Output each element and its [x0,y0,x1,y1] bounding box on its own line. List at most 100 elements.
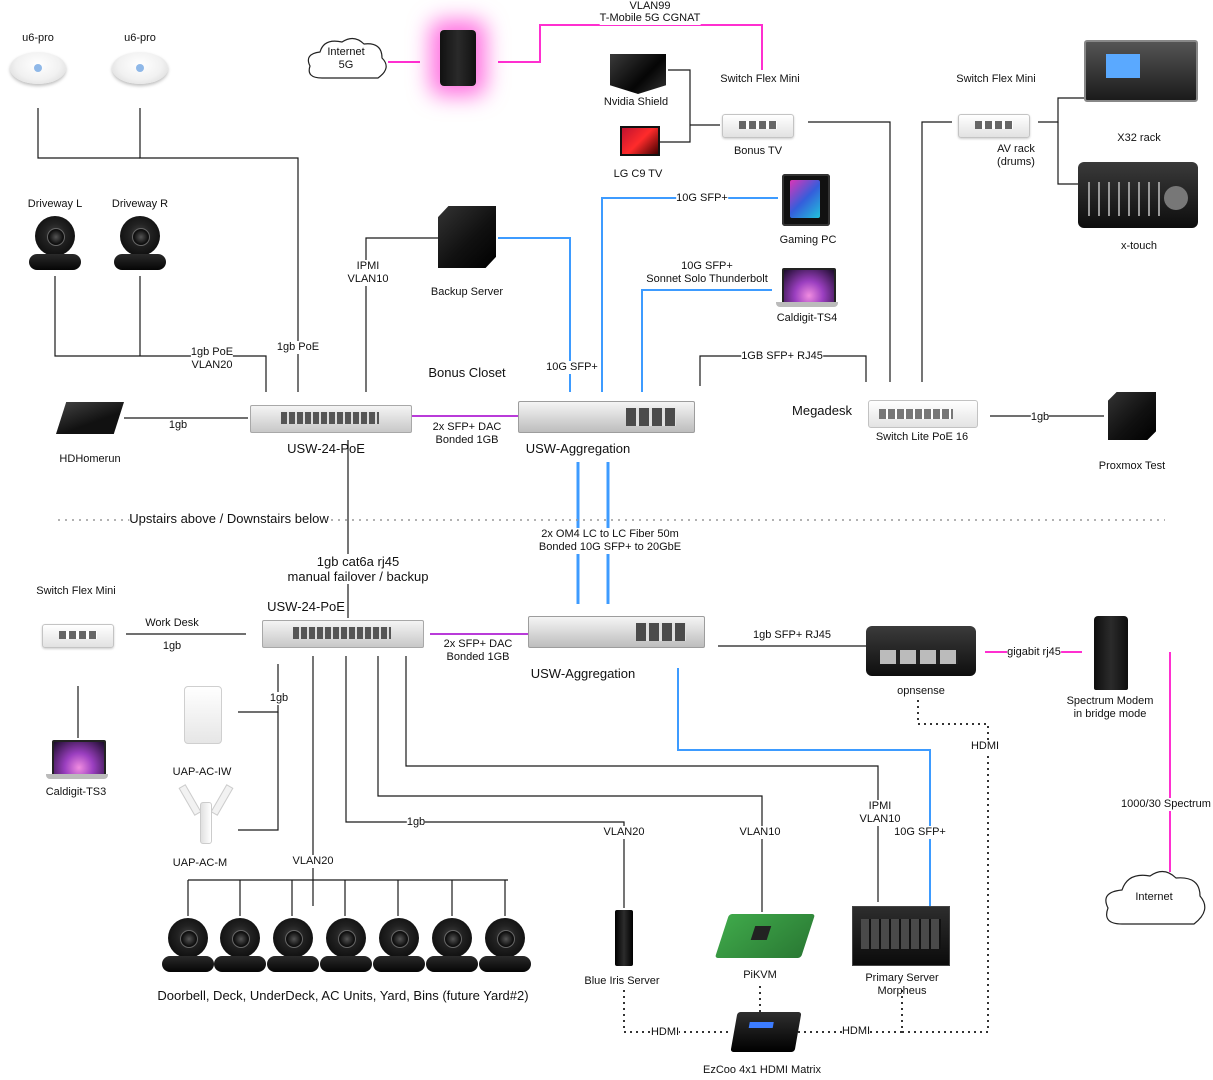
divider-label: Upstairs above / Downstairs below [129,511,329,526]
uap-ac-m-icon [178,784,234,844]
agg-up-label: USW-Aggregation [525,441,631,456]
hdmi-left-label: HDMI [650,1026,680,1039]
backup-server-icon [438,206,496,268]
access-point-icon [10,52,66,84]
cloud-internet-label: Internet [1135,891,1173,903]
ipmi-link-up [365,237,438,392]
uap-ac-iw-icon [184,686,222,744]
x32-label: X32 rack [1117,132,1161,145]
camera-icon [267,918,319,976]
bi-link-label: 1gb [406,816,426,829]
camera-icon [373,918,425,976]
mixer-rack-icon [1084,40,1198,102]
sonnet-label: 10G SFP+ Sonnet Solo Thunderbolt [646,260,768,286]
blue-iris-label: Blue Iris Server [584,975,660,987]
nvidia-label: Nvidia Shield [603,96,669,109]
opnsense-router-icon [866,626,976,676]
usw-aggregation-icon [528,616,705,648]
dac-down-label: 2x SFP+ DAC Bonded 1GB [443,638,513,663]
nvidia-link [658,69,691,143]
hdmi-right-label: HDMI [841,1025,871,1038]
spectrum-label: 1000/30 Spectrum [1121,798,1211,811]
primary-server-label: Primary Server Morpheus [865,972,939,997]
camera-icon [29,216,81,274]
camera-icon [320,918,372,976]
camera-icon [426,918,478,976]
blue-iris-server-icon [615,910,633,966]
lgtv-label: LG C9 TV [613,168,663,181]
uap-m-label: UAP-AC-M [172,857,228,869]
uap-iw-label: UAP-AC-IW [172,766,232,778]
camera-icon [479,918,531,976]
vlan20-bi-label: VLAN20 [603,826,645,839]
usw-aggregation-icon [518,401,695,433]
lite16-label: Switch Lite PoE 16 [875,431,969,443]
sfp10g-down-label: 10G SFP+ [894,826,946,839]
av-to-x32 [1038,97,1084,123]
opnsense-label: opnsense [897,685,945,697]
ezcoo-label: EzCoo 4x1 HDMI Matrix [703,1064,821,1076]
switch-flex-mini-icon [722,114,794,138]
usw24-up-label: USW-24-PoE [287,441,365,456]
modem-label: Spectrum Modem in bridge mode [1066,695,1154,720]
pi-link [377,656,763,912]
usw24-down-label: USW-24-PoE [267,599,345,614]
flex-av-label: AV rack (drums) [997,143,1035,169]
uap-m-link [238,712,279,831]
switch-flex-mini-icon [42,624,114,648]
bonus-closet-label: Bonus Closet [428,365,506,380]
cameras-label: Doorbell, Deck, UnderDeck, AC Units, Yar… [157,988,529,1003]
hdhr-link-label: 1gb [168,419,188,432]
xtouch-label: x-touch [1120,240,1158,253]
hdmi-bi [623,990,732,1033]
cat6a-label: 1gb cat6a rj45 manual failover / backup [287,554,429,584]
flex-bonus-label: Bonus TV [733,145,783,158]
gaming-pc-label: Gaming PC [779,234,837,247]
camera-icon [114,216,166,274]
usw-24-poe-icon [250,405,412,433]
pikvm-label: PiKVM [743,969,777,981]
bi-link [345,656,625,908]
poe-vlan20-label: 1gb PoE VLAN20 [190,346,234,372]
sfp-gaming-label: 10G SFP+ [676,192,728,205]
fiber-label: 2x OM4 LC to LC Fiber 50m Bonded 10G SFP… [538,528,682,554]
cloud-internet-5g-label: Internet 5G [327,46,365,71]
flex-bonus-title: Switch Flex Mini [720,73,800,86]
hdmi-matrix-icon [730,1012,802,1052]
hdmi-opn-label: HDMI [970,740,1000,753]
usw-24-poe-icon [262,620,424,648]
ipmi-link-down [405,656,879,902]
camera-icon [162,918,214,976]
ap-link-1 [37,108,140,159]
primary-server-icon [852,906,950,966]
ipmi-down-label: IPMI VLAN10 [859,800,901,826]
cloud-internet-icon [1105,870,1206,925]
cam-l-label: Driveway L [27,198,83,211]
cloud-internet-5g-icon [307,37,387,79]
sfp-link-primary [677,668,931,910]
work-desk-label: Work Desk [145,617,199,629]
modem-icon [1094,616,1128,690]
sfp-backup-label: 10G SFP+ [546,361,598,374]
gigabit-label: gigabit rj45 [1007,646,1061,659]
dac-up-label: 2x SFP+ DAC Bonded 1GB [432,421,502,446]
nvidia-shield-icon [610,54,666,94]
switch-flex-mini-icon [958,114,1030,138]
hdhomerun-icon [56,402,124,434]
backup-server-label: Backup Server [430,286,504,299]
laptop-icon [776,268,838,308]
flex-av-title: Switch Flex Mini [956,73,1036,86]
mixer-control-icon [1078,162,1198,228]
switch-lite-icon [868,400,978,428]
caldigit-ts4-label: Caldigit-TS4 [776,312,838,325]
tv-icon [620,126,660,156]
hdhomerun-label: HDHomerun [59,453,121,466]
raspberry-pi-icon [714,914,816,958]
vlan20-cams-label: VLAN20 [292,855,334,868]
ap1-label: u6-pro [22,32,54,45]
router-5g-icon [440,30,476,86]
av-link [921,121,952,382]
rj45-up-label: 1GB SFP+ RJ45 [741,350,823,363]
